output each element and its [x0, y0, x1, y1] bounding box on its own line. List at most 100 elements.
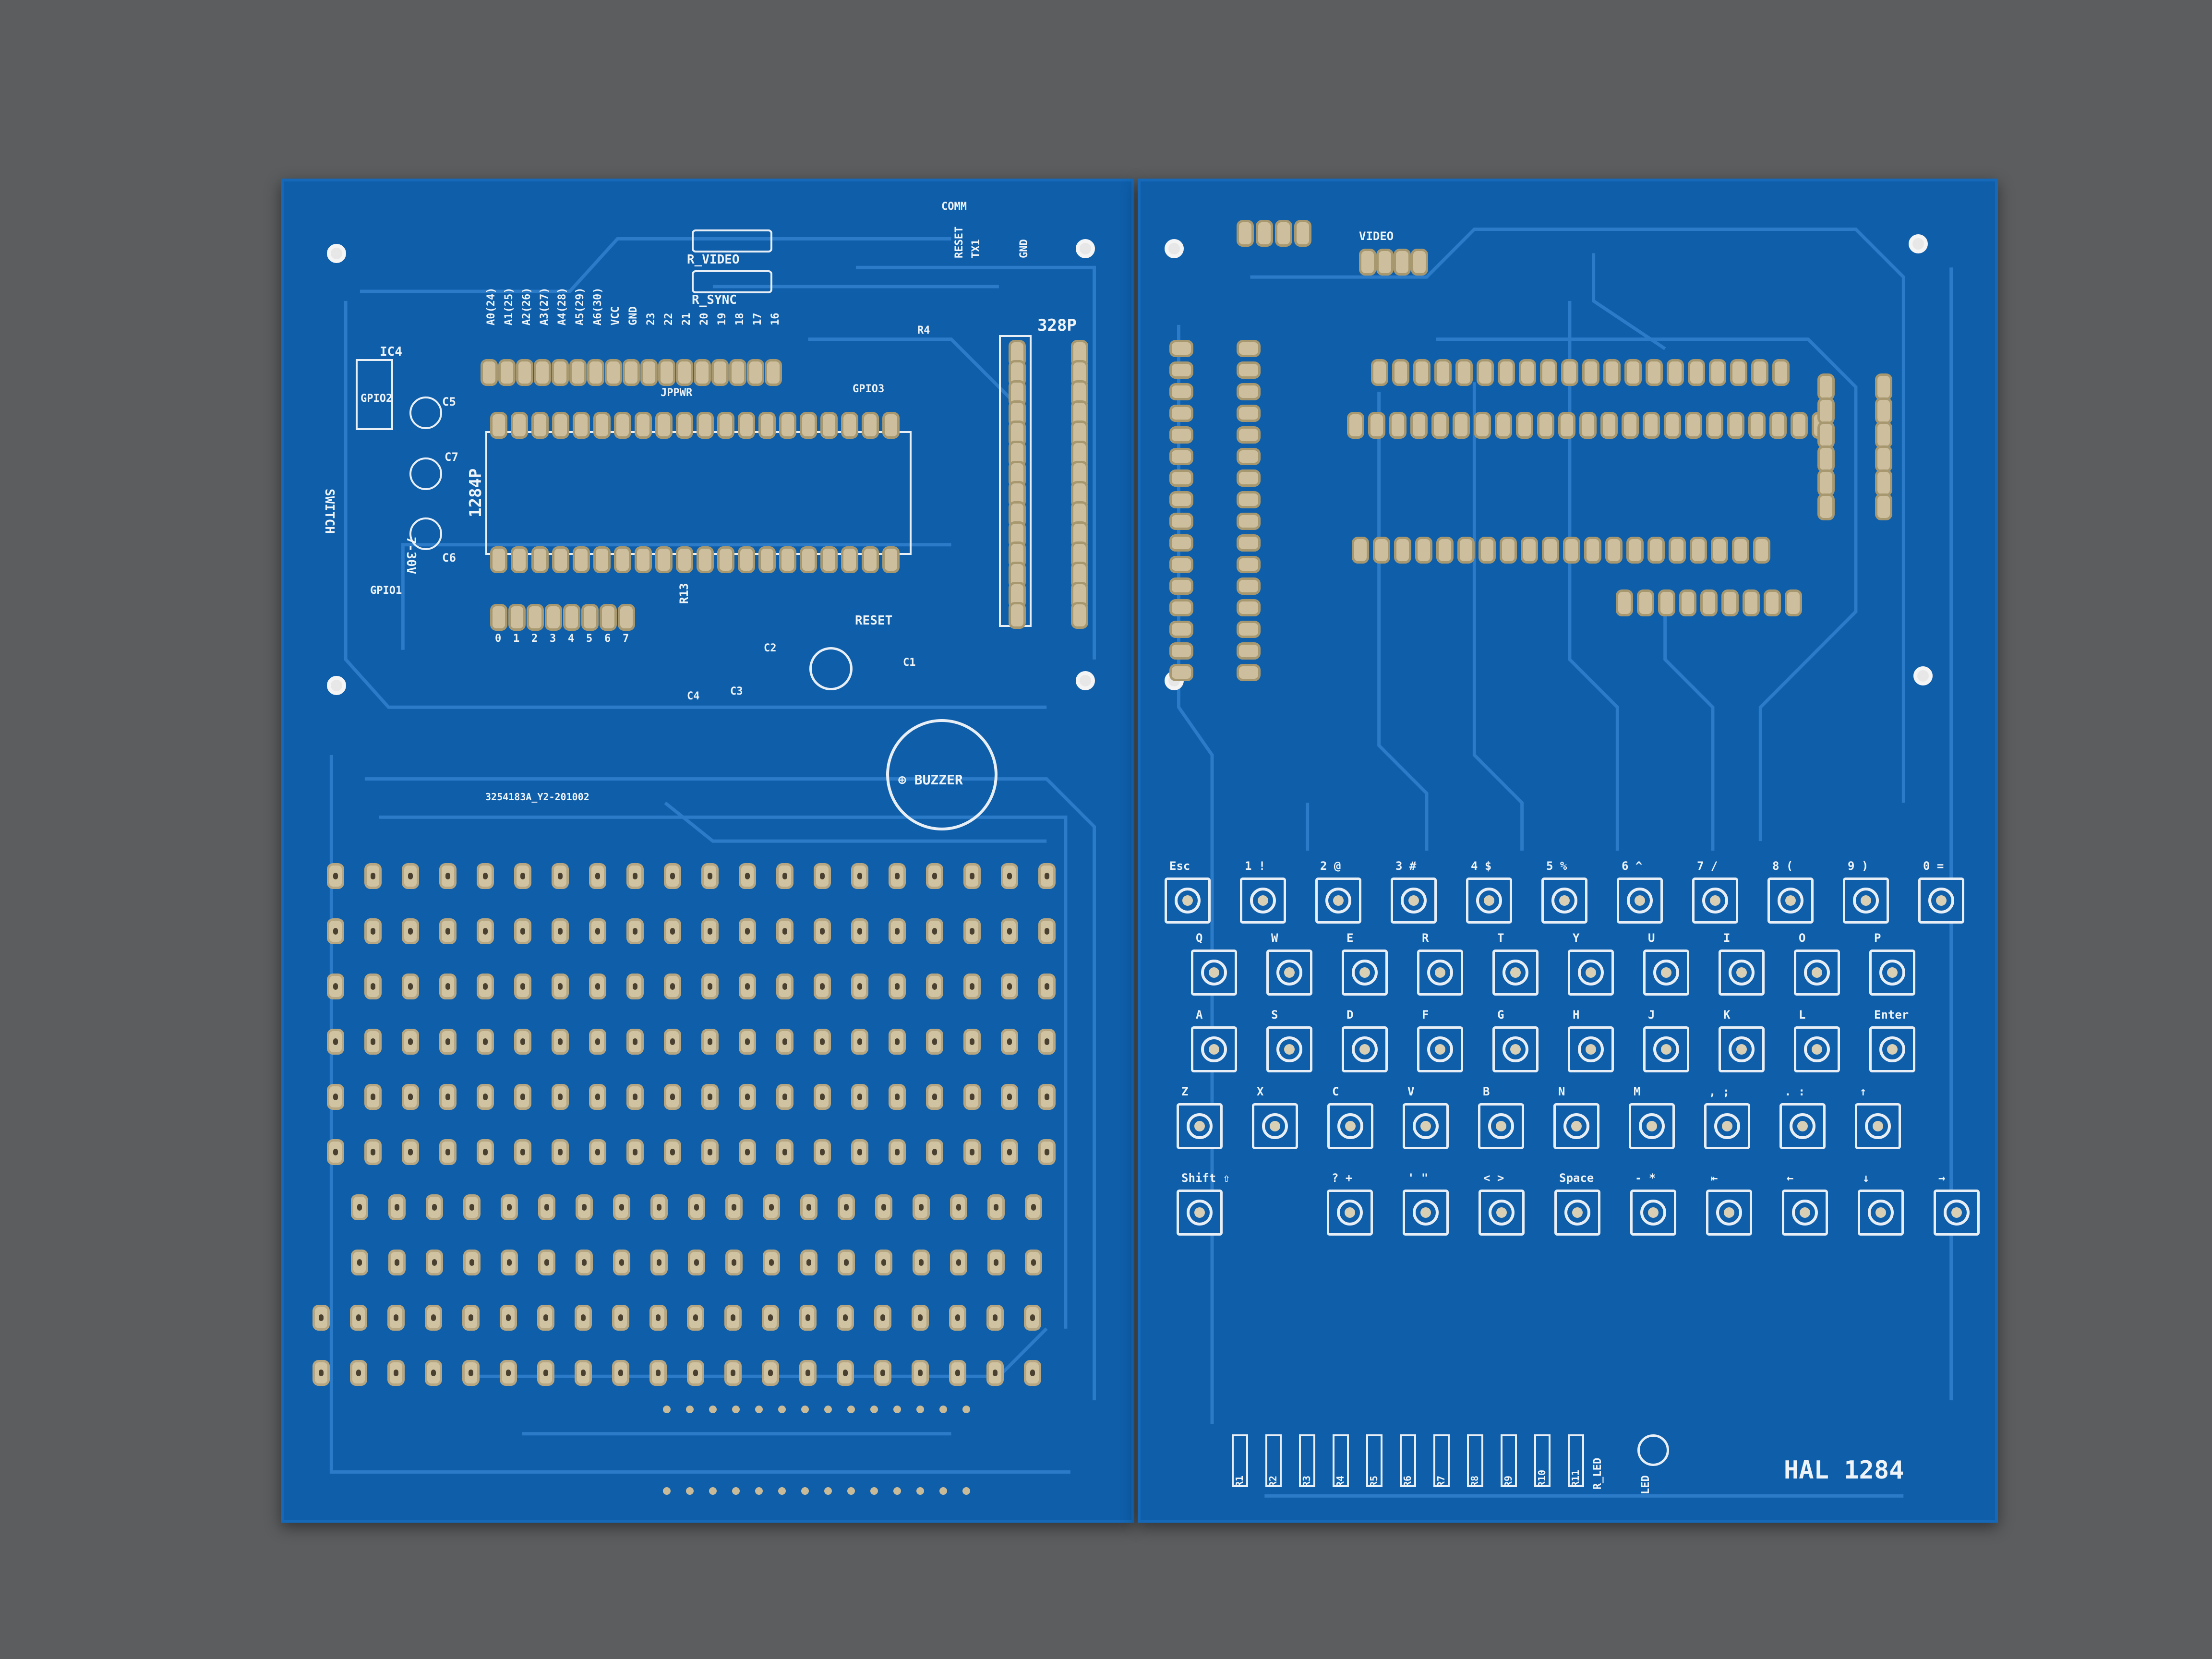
led-outline — [1637, 1434, 1669, 1466]
key-label: Esc — [1169, 859, 1190, 873]
buzzer-outline — [886, 719, 998, 830]
keyboard-key — [1191, 1026, 1237, 1072]
chip-pin — [593, 546, 611, 573]
chip-pin — [1436, 537, 1454, 564]
switch-pad — [664, 1139, 681, 1165]
switch-pad — [364, 1084, 382, 1110]
key-label: L — [1799, 1008, 1806, 1022]
keyboard-key — [1417, 1026, 1463, 1072]
switch-pad — [949, 1360, 966, 1386]
via — [824, 1487, 832, 1495]
chip-pin — [1711, 537, 1728, 564]
switch-pad — [626, 1029, 644, 1055]
header-pin — [1169, 556, 1193, 573]
chip-pin — [655, 412, 673, 439]
chip-pin — [820, 412, 838, 439]
chip-pin — [1600, 412, 1618, 439]
switch-pad — [763, 1250, 780, 1275]
chip-pin — [1772, 359, 1790, 386]
chip-pin — [1690, 537, 1707, 564]
key-label: 1 ! — [1245, 859, 1266, 873]
header-pin — [711, 359, 729, 386]
switch-pad — [664, 1029, 681, 1055]
keyboard-key — [1643, 950, 1689, 996]
switch-pad — [913, 1194, 930, 1220]
keyboard-key — [1779, 1103, 1826, 1149]
keyboard-key — [1342, 950, 1388, 996]
switch-pad — [889, 918, 906, 944]
switch-pad — [626, 1084, 644, 1110]
header-pin — [498, 359, 516, 386]
chip-pin — [511, 412, 528, 439]
chip-pin — [1584, 537, 1601, 564]
switch-pad — [1024, 1305, 1041, 1331]
via — [755, 1406, 763, 1413]
switch-pad — [351, 1250, 368, 1275]
chip-pin — [1537, 412, 1554, 439]
key-label: Enter — [1874, 1008, 1909, 1022]
keyboard-key — [1492, 950, 1539, 996]
switch-pad — [552, 918, 569, 944]
keyboard-key — [1403, 1103, 1449, 1149]
connector-pin — [1256, 220, 1273, 247]
keyboard-key — [1918, 878, 1964, 924]
led-label: LED — [1640, 1475, 1652, 1494]
chip-pin — [862, 412, 879, 439]
comm-label: COMM — [941, 201, 967, 213]
r-video-label: R_VIDEO — [687, 252, 740, 267]
switch-pad — [1001, 1139, 1018, 1165]
key-label: J — [1648, 1008, 1655, 1022]
switch-label: SWITCH — [322, 489, 337, 534]
header-pin — [1237, 361, 1261, 379]
capacitor-c7 — [409, 457, 442, 490]
switch-pad — [1025, 1194, 1042, 1220]
chip-pin — [717, 546, 734, 573]
tx1-label: TX1 — [970, 239, 982, 258]
switch-pad — [538, 1250, 555, 1275]
header-pin — [1169, 577, 1193, 595]
header-pin — [676, 359, 693, 386]
switch-pad — [500, 1360, 517, 1386]
header-pin — [1237, 405, 1261, 422]
switch-pad — [799, 1305, 817, 1331]
chip-pin — [1500, 537, 1517, 564]
resistor — [1366, 1434, 1382, 1487]
c1-label: C1 — [903, 657, 916, 669]
chip-pin — [1542, 537, 1559, 564]
header-pin — [1169, 448, 1193, 465]
chip-pin — [1516, 412, 1533, 439]
switch-pad — [463, 1194, 481, 1220]
via — [824, 1406, 832, 1413]
switch-pad — [313, 1305, 330, 1331]
chip-pin — [1371, 359, 1388, 386]
chip-pin — [1579, 412, 1597, 439]
switch-pad — [776, 1029, 793, 1055]
switch-pad — [875, 1250, 892, 1275]
mounting-hole — [327, 244, 346, 263]
key-label: X — [1257, 1085, 1264, 1098]
chip-pin — [882, 546, 900, 573]
key-label: A — [1196, 1008, 1203, 1022]
resistor-label: R2 — [1267, 1475, 1279, 1487]
chip-pin — [1394, 537, 1411, 564]
connector-pin — [1275, 220, 1292, 247]
chip-pin — [614, 546, 631, 573]
via — [732, 1487, 740, 1495]
switch-pad — [402, 1029, 419, 1055]
analog-pin-label: 19 — [716, 313, 728, 326]
key-label: 0 = — [1923, 859, 1944, 873]
chip-pin — [1477, 359, 1494, 386]
switch-pad — [763, 1194, 780, 1220]
header-pin — [1169, 361, 1193, 379]
pin — [1817, 469, 1835, 496]
pin — [1875, 469, 1892, 496]
keyboard-key — [1315, 878, 1361, 924]
switch-pad — [1001, 1029, 1018, 1055]
switch-pad — [800, 1250, 817, 1275]
gpio1-pin-label: 5 — [586, 633, 593, 645]
keyboard-key — [1794, 950, 1840, 996]
via — [916, 1406, 924, 1413]
analog-pin-label: 23 — [645, 313, 657, 326]
resistor — [1534, 1434, 1551, 1487]
key-label: R — [1422, 931, 1429, 945]
